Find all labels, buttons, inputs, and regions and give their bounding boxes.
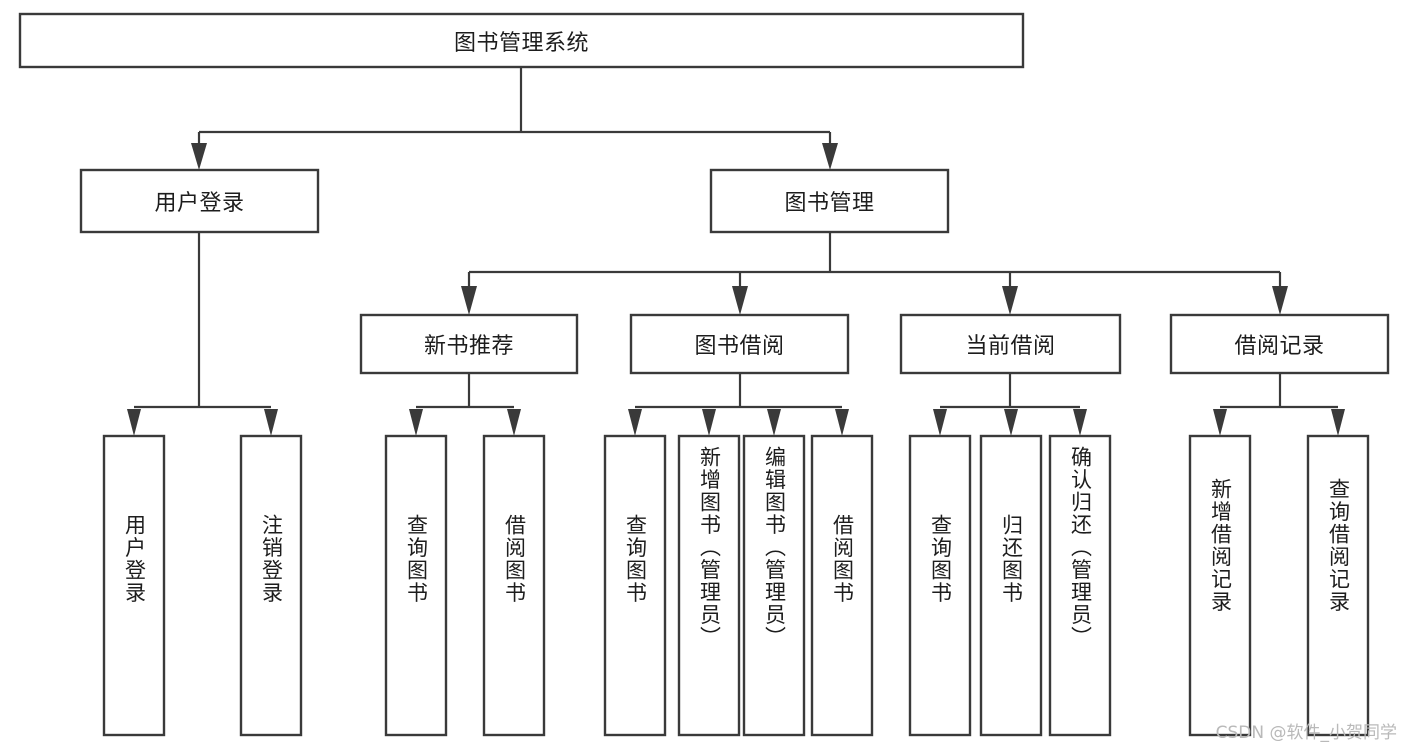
arrow-head-icon bbox=[1331, 409, 1345, 436]
arrow-head-icon bbox=[507, 409, 521, 436]
node-leaf-confirm-return-admin[interactable] bbox=[1048, 434, 1112, 737]
node-leaf-edit-book-admin[interactable] bbox=[742, 434, 806, 737]
node-leaf-add-book-admin[interactable] bbox=[677, 434, 741, 737]
arrow-head-icon bbox=[1213, 409, 1227, 436]
arrow-head-icon bbox=[732, 286, 748, 315]
node-current-borrow[interactable] bbox=[899, 313, 1122, 375]
node-leaf-add-borrow-record[interactable] bbox=[1188, 434, 1252, 737]
node-new-book-recommend[interactable] bbox=[359, 313, 579, 375]
arrow-head-icon bbox=[702, 409, 716, 436]
connector-group-root bbox=[191, 67, 838, 170]
connector-group-book-borrow bbox=[628, 373, 849, 436]
arrow-head-icon bbox=[191, 143, 207, 170]
arrow-head-icon bbox=[1002, 286, 1018, 315]
arrow-head-icon bbox=[1272, 286, 1288, 315]
arrow-head-icon bbox=[835, 409, 849, 436]
node-leaf-query-book-recommend[interactable] bbox=[384, 434, 448, 737]
node-leaf-query-book-current[interactable] bbox=[908, 434, 972, 737]
connector-group-new-book bbox=[409, 373, 521, 436]
arrow-head-icon bbox=[1073, 409, 1087, 436]
node-leaf-borrow-book[interactable] bbox=[810, 434, 874, 737]
node-borrow-record[interactable] bbox=[1169, 313, 1390, 375]
arrow-head-icon bbox=[767, 409, 781, 436]
arrow-head-icon bbox=[933, 409, 947, 436]
arrow-head-icon bbox=[461, 286, 477, 315]
node-leaf-query-book-borrow[interactable] bbox=[603, 434, 667, 737]
node-leaf-query-borrow-record[interactable] bbox=[1306, 434, 1370, 737]
node-root-book-management-system[interactable] bbox=[18, 12, 1025, 69]
node-leaf-return-book[interactable] bbox=[979, 434, 1043, 737]
connector-group-user-login bbox=[127, 232, 278, 436]
arrow-head-icon bbox=[127, 409, 141, 436]
connector-group-borrow-record bbox=[1213, 373, 1345, 436]
node-leaf-user-login[interactable] bbox=[102, 434, 166, 737]
connector-group-book-manage bbox=[461, 232, 1288, 315]
arrow-head-icon bbox=[628, 409, 642, 436]
arrow-head-icon bbox=[822, 143, 838, 170]
arrow-head-icon bbox=[409, 409, 423, 436]
connector-group-current-borrow bbox=[933, 373, 1087, 436]
node-leaf-logout[interactable] bbox=[239, 434, 303, 737]
node-book-borrow[interactable] bbox=[629, 313, 850, 375]
arrow-head-icon bbox=[264, 409, 278, 436]
node-book-management[interactable] bbox=[709, 168, 950, 234]
node-user-login[interactable] bbox=[79, 168, 320, 234]
node-leaf-borrow-book-recommend[interactable] bbox=[482, 434, 546, 737]
arrow-head-icon bbox=[1004, 409, 1018, 436]
